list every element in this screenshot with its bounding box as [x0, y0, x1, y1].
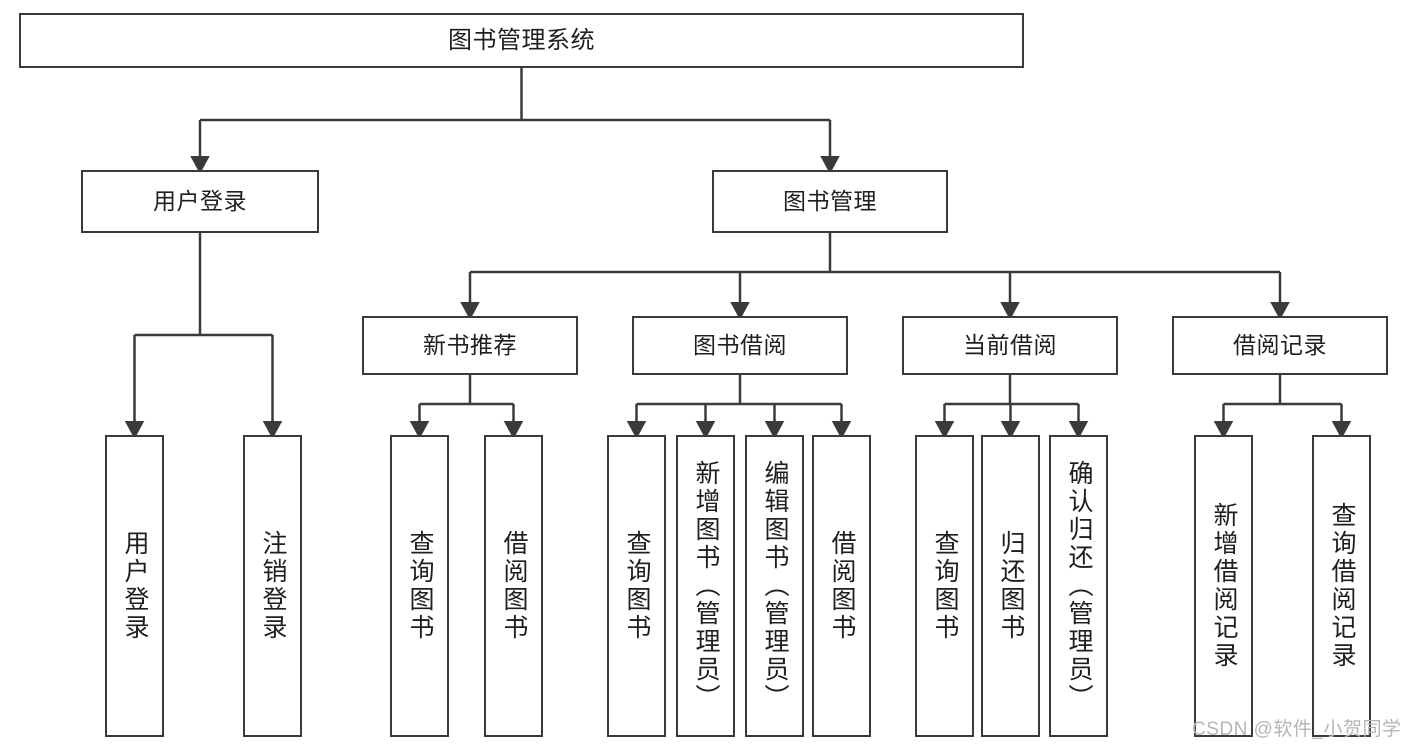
node-label: 查询图书 [931, 530, 959, 642]
node-leaf-current-3[interactable]: 确认归还（管理员） [1049, 435, 1108, 737]
node-leaf-login-1[interactable]: 用户登录 [105, 435, 164, 737]
node-leaf-records-1[interactable]: 新增借阅记录 [1194, 435, 1253, 737]
edge-group [124, 68, 1352, 440]
node-borrow[interactable]: 图书借阅 [632, 316, 848, 375]
node-label: 新书推荐 [423, 332, 517, 359]
node-newbook[interactable]: 新书推荐 [362, 316, 578, 375]
node-leaf-borrow-1[interactable]: 查询图书 [607, 435, 666, 737]
node-label: 用户登录 [121, 530, 149, 642]
node-label: 当前借阅 [963, 332, 1057, 359]
node-label: 借阅图书 [500, 530, 528, 642]
node-label: 编辑图书（管理员） [761, 460, 789, 712]
node-leaf-records-2[interactable]: 查询借阅记录 [1312, 435, 1371, 737]
node-label: 查询图书 [623, 530, 651, 642]
node-leaf-current-1[interactable]: 查询图书 [915, 435, 974, 737]
node-label: 图书借阅 [693, 332, 787, 359]
node-root[interactable]: 图书管理系统 [19, 13, 1024, 68]
node-label: 图书管理 [783, 188, 877, 215]
node-label: 确认归还（管理员） [1065, 460, 1093, 712]
node-label: 归还图书 [997, 530, 1025, 642]
node-records[interactable]: 借阅记录 [1172, 316, 1388, 375]
node-bookmgmt[interactable]: 图书管理 [712, 170, 948, 233]
node-label: 借阅图书 [828, 530, 856, 642]
node-label: 查询借阅记录 [1328, 502, 1356, 670]
node-login[interactable]: 用户登录 [81, 170, 319, 233]
node-label: 图书管理系统 [448, 26, 595, 54]
node-label: 新增图书（管理员） [692, 460, 720, 712]
node-current[interactable]: 当前借阅 [902, 316, 1118, 375]
node-label: 注销登录 [259, 530, 287, 642]
node-label: 用户登录 [153, 188, 247, 215]
node-leaf-newbook-1[interactable]: 查询图书 [390, 435, 449, 737]
node-label: 查询图书 [406, 530, 434, 642]
node-leaf-borrow-2[interactable]: 新增图书（管理员） [676, 435, 735, 737]
node-leaf-newbook-2[interactable]: 借阅图书 [484, 435, 543, 737]
node-leaf-current-2[interactable]: 归还图书 [981, 435, 1040, 737]
node-leaf-borrow-3[interactable]: 编辑图书（管理员） [745, 435, 804, 737]
node-label: 新增借阅记录 [1210, 502, 1238, 670]
csdn-watermark: CSDN @软件_小贺同学 [1192, 719, 1402, 740]
node-leaf-login-2[interactable]: 注销登录 [243, 435, 302, 737]
node-leaf-borrow-4[interactable]: 借阅图书 [812, 435, 871, 737]
node-label: 借阅记录 [1233, 332, 1327, 359]
